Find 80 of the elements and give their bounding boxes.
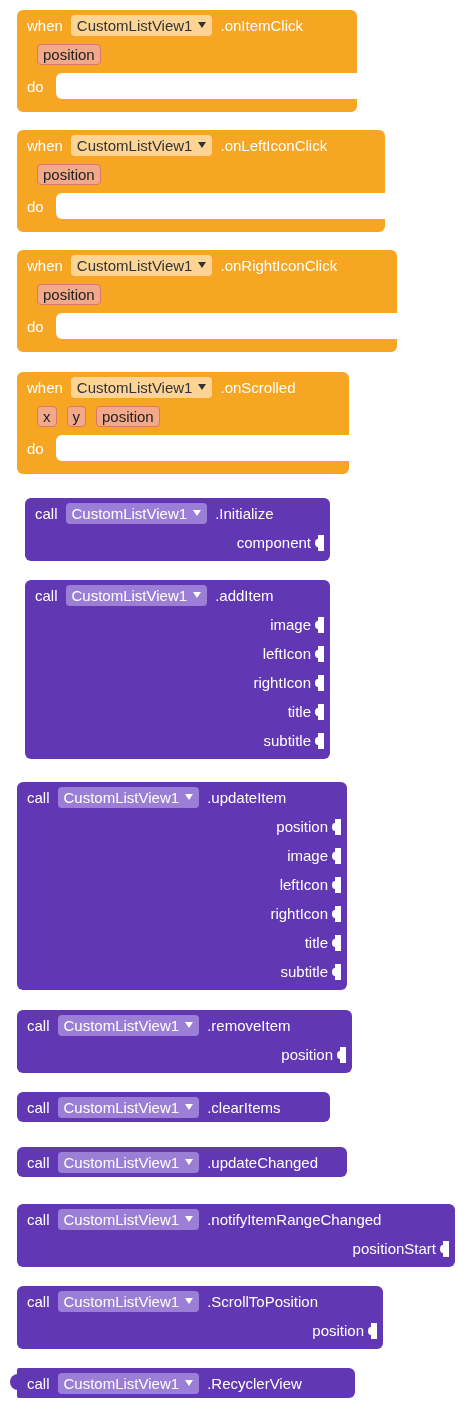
event-name: .onScrolled — [220, 378, 296, 396]
keyword-label: call — [27, 1016, 50, 1034]
argument-label: image — [287, 847, 328, 864]
method-call-block — [17, 1204, 455, 1267]
method-call-block — [17, 1010, 352, 1073]
method-call-block — [17, 782, 347, 990]
keyword-label: call — [27, 1374, 50, 1392]
argument-label: position — [281, 1046, 333, 1063]
keyword-label: when — [27, 378, 63, 396]
parameter-chip: position — [37, 43, 101, 65]
component-dropdown: CustomListView1 — [70, 134, 213, 156]
keyword-label: call — [35, 504, 58, 522]
argument-label: component — [236, 534, 311, 551]
component-dropdown: CustomListView1 — [70, 14, 213, 36]
keyword-label: when — [27, 136, 63, 154]
keyword-label: call — [27, 1292, 50, 1310]
statement-slot — [55, 73, 357, 99]
component-dropdown: CustomListView1 — [70, 254, 213, 276]
method-call-block — [17, 1147, 347, 1177]
statement-slot — [55, 313, 397, 339]
method-name: .removeItem — [207, 1016, 291, 1034]
method-name: .clearItems — [207, 1098, 281, 1116]
argument-label: title — [287, 703, 311, 720]
component-dropdown: CustomListView1 — [57, 1372, 200, 1394]
method-name: .addItem — [215, 586, 274, 604]
parameter-chip: position — [37, 163, 101, 185]
keyword-label: call — [27, 1210, 50, 1228]
keyword-label: when — [27, 256, 63, 274]
do-label: do — [27, 77, 44, 95]
do-label: do — [27, 439, 44, 457]
statement-slot — [55, 193, 385, 219]
component-dropdown: CustomListView1 — [57, 1290, 200, 1312]
argument-label: subtitle — [263, 732, 311, 749]
argument-label: position — [312, 1322, 364, 1339]
method-call-block — [17, 1286, 383, 1349]
argument-label: leftIcon — [262, 645, 311, 662]
argument-label: positionStart — [352, 1240, 436, 1257]
argument-label: image — [270, 616, 311, 633]
argument-label: title — [304, 934, 328, 951]
method-name: .updateChanged — [207, 1153, 319, 1171]
component-dropdown: CustomListView1 — [65, 584, 208, 606]
keyword-label: call — [27, 1098, 50, 1116]
keyword-label: call — [27, 1153, 50, 1171]
method-name: .updateItem — [207, 788, 287, 806]
argument-label: rightIcon — [253, 674, 311, 691]
component-dropdown: CustomListView1 — [70, 376, 213, 398]
keyword-label: call — [27, 788, 50, 806]
event-block — [17, 10, 357, 112]
parameter-chip: position — [37, 283, 101, 305]
component-dropdown: CustomListView1 — [57, 786, 200, 808]
event-block — [17, 130, 385, 232]
event-block — [17, 372, 349, 474]
keyword-label: call — [35, 586, 58, 604]
argument-label: position — [276, 818, 328, 835]
method-name: .ScrollToPosition — [207, 1292, 318, 1310]
method-call-block — [17, 1092, 330, 1122]
method-call-block — [25, 580, 330, 759]
component-dropdown: CustomListView1 — [57, 1014, 200, 1036]
event-name: .onLeftIconClick — [220, 136, 328, 154]
component-dropdown: CustomListView1 — [65, 502, 208, 524]
parameter-chip: y — [66, 405, 86, 427]
argument-label: rightIcon — [270, 905, 328, 922]
do-label: do — [27, 197, 44, 215]
keyword-label: when — [27, 16, 63, 34]
component-dropdown: CustomListView1 — [57, 1151, 200, 1173]
event-block — [17, 250, 397, 352]
argument-label: subtitle — [280, 963, 328, 980]
do-label: do — [27, 317, 44, 335]
method-call-block — [25, 498, 330, 561]
event-name: .onRightIconClick — [220, 256, 338, 274]
component-dropdown: CustomListView1 — [57, 1096, 200, 1118]
argument-label: leftIcon — [279, 876, 328, 893]
method-name: .notifyItemRangeChanged — [207, 1210, 382, 1228]
statement-slot — [55, 435, 349, 461]
event-name: .onItemClick — [220, 16, 303, 34]
parameter-chip: x — [37, 405, 57, 427]
method-name: .Initialize — [215, 504, 274, 522]
parameter-chip: position — [96, 405, 160, 427]
method-name: .RecyclerView — [207, 1374, 302, 1392]
component-dropdown: CustomListView1 — [57, 1208, 200, 1230]
